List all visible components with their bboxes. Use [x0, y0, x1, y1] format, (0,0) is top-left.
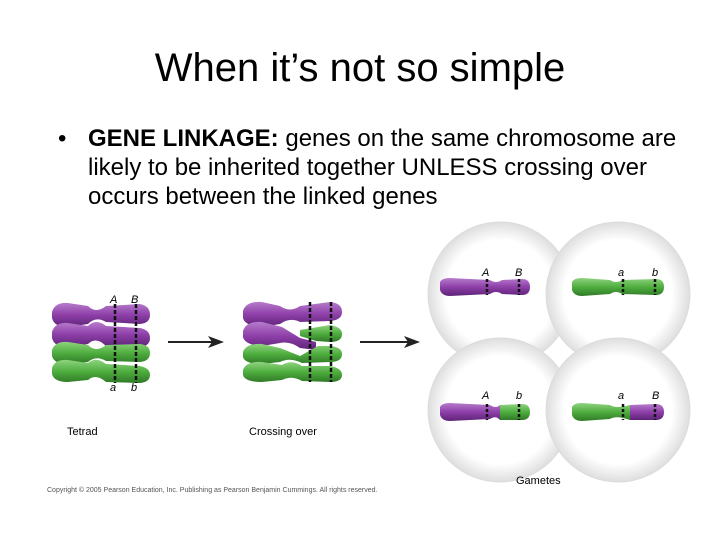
slide-title: When it’s not so simple	[154, 46, 566, 90]
tetrad-gene-A: A	[109, 294, 117, 306]
bullet-marker: •	[58, 125, 67, 152]
arrow-to-gametes	[360, 336, 420, 348]
gamete-aB: a B	[572, 390, 664, 421]
crossing-over-caption: Crossing over	[249, 426, 317, 438]
arrow-to-crossing-over	[168, 336, 224, 348]
bullet-text: GENE LINKAGE: genes on the same chromoso…	[88, 124, 698, 211]
gamete-ab: a b	[572, 267, 664, 296]
gamete1-gene-A: A	[481, 267, 489, 279]
gametes-caption: Gametes	[516, 475, 561, 487]
gamete-Ab: A b	[440, 390, 530, 421]
tetrad-purple-chromatids	[52, 302, 150, 347]
tetrad-gene-a: a	[110, 382, 116, 394]
gamete3-gene-A: A	[481, 390, 489, 402]
tetrad-gene-B: B	[131, 294, 138, 306]
gamete2-gene-a: a	[618, 267, 624, 279]
gamete-AB: A B	[440, 267, 530, 296]
tetrad-caption: Tetrad	[67, 426, 98, 438]
bullet-term: GENE LINKAGE:	[88, 125, 279, 152]
gamete1-gene-B: B	[515, 267, 522, 279]
tetrad: A B a b Tetrad	[52, 294, 150, 438]
gamete4-gene-a: a	[618, 390, 624, 402]
bullet-body: genes on the same chromosome are likely …	[88, 125, 677, 210]
gametes: A B a b A b a B Gametes	[427, 221, 691, 487]
tetrad-green-chromatids	[52, 341, 150, 383]
gamete2-gene-b: b	[652, 267, 658, 279]
crossing-over: Crossing over	[243, 301, 342, 438]
tetrad-gene-b: b	[131, 382, 137, 394]
bullet-point: • GENE LINKAGE: genes on the same chromo…	[58, 124, 698, 211]
gamete4-gene-B: B	[652, 390, 659, 402]
gamete3-gene-b: b	[516, 390, 522, 402]
copyright-notice: Copyright © 2005 Pearson Education, Inc.…	[47, 486, 377, 494]
tetrad-gene-bands	[113, 304, 138, 383]
